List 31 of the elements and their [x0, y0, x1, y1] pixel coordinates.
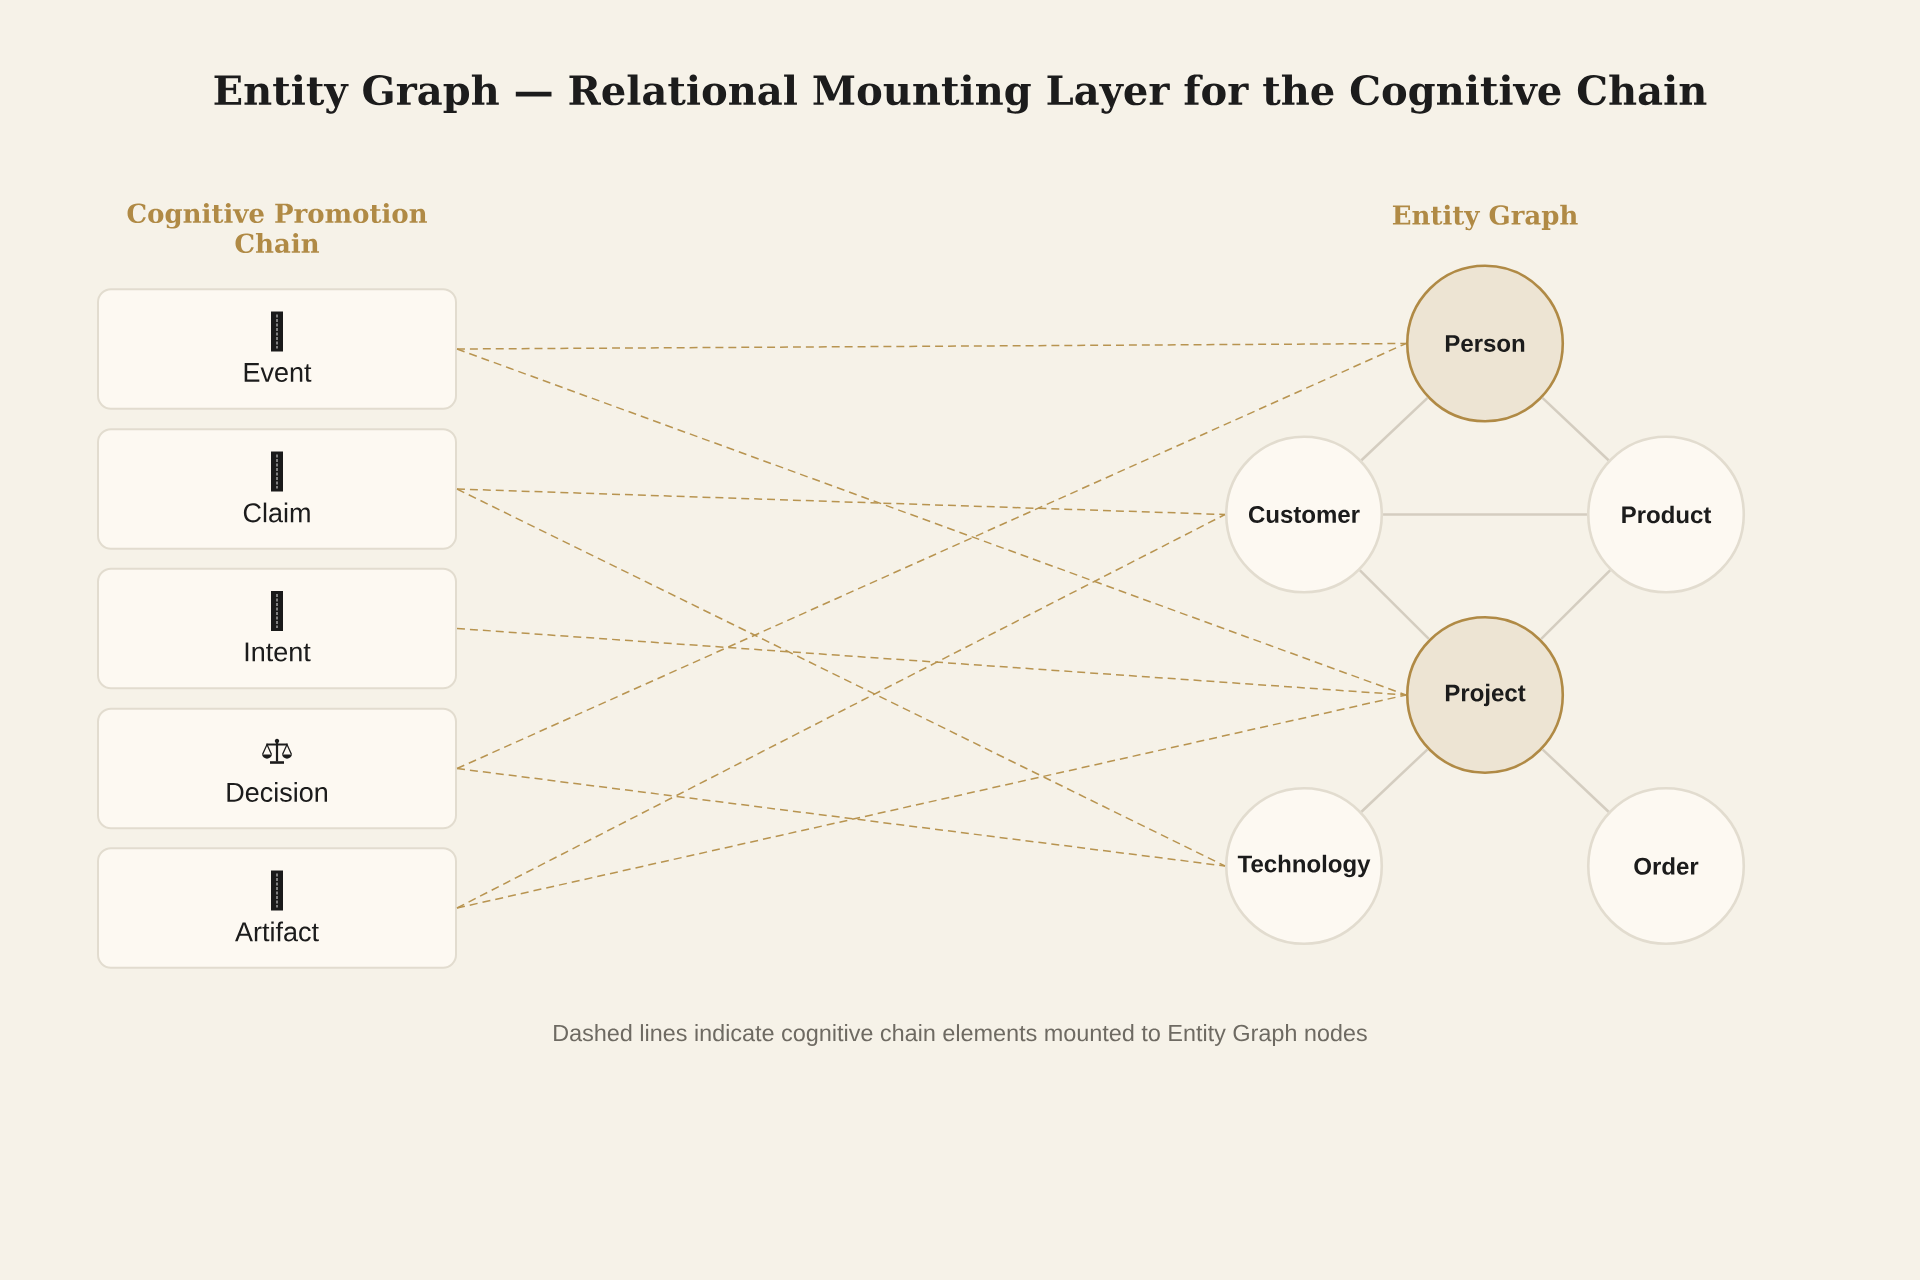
connector-line [1541, 396, 1610, 462]
heading: Entity Graph [1392, 204, 1578, 231]
dashed-line [456, 513, 1226, 909]
rounded-box: Decision [97, 707, 457, 830]
circle-node: Product [1586, 435, 1746, 594]
rounded-box: Artifact [97, 847, 457, 969]
circle-node: Person [1405, 264, 1565, 423]
connector-line [1359, 569, 1430, 641]
connector-line [1540, 569, 1611, 641]
dashed-line [456, 694, 1407, 909]
caption: Dashed lines indicate cognitive chain elements mounted to Entity Graph nodes [554, 1024, 1367, 1046]
circle-node: Order [1586, 786, 1746, 946]
connector-line [1360, 396, 1429, 462]
circle-node: Project [1405, 615, 1565, 775]
dashed-line [456, 627, 1407, 696]
rounded-box: Claim [97, 428, 457, 550]
rounded-box: Intent [97, 567, 457, 690]
rounded-box: Event [97, 288, 457, 410]
dashed-line [456, 342, 1407, 350]
heading: Cognitive Promotion Chain [127, 202, 427, 254]
circle-node: Customer [1224, 435, 1384, 594]
dashed-line [456, 488, 1226, 867]
connector-line [1383, 513, 1587, 516]
dashed-line [456, 348, 1407, 696]
title: Entity Graph — Relational Mounting Layer for the Cognitive Chain [214, 74, 1707, 114]
connector-line [1360, 748, 1429, 813]
connector-line [1541, 748, 1610, 813]
dashed-line [456, 767, 1226, 867]
circle-node: Technology [1224, 786, 1384, 946]
dashed-line [456, 488, 1226, 516]
dashed-line [456, 342, 1407, 770]
